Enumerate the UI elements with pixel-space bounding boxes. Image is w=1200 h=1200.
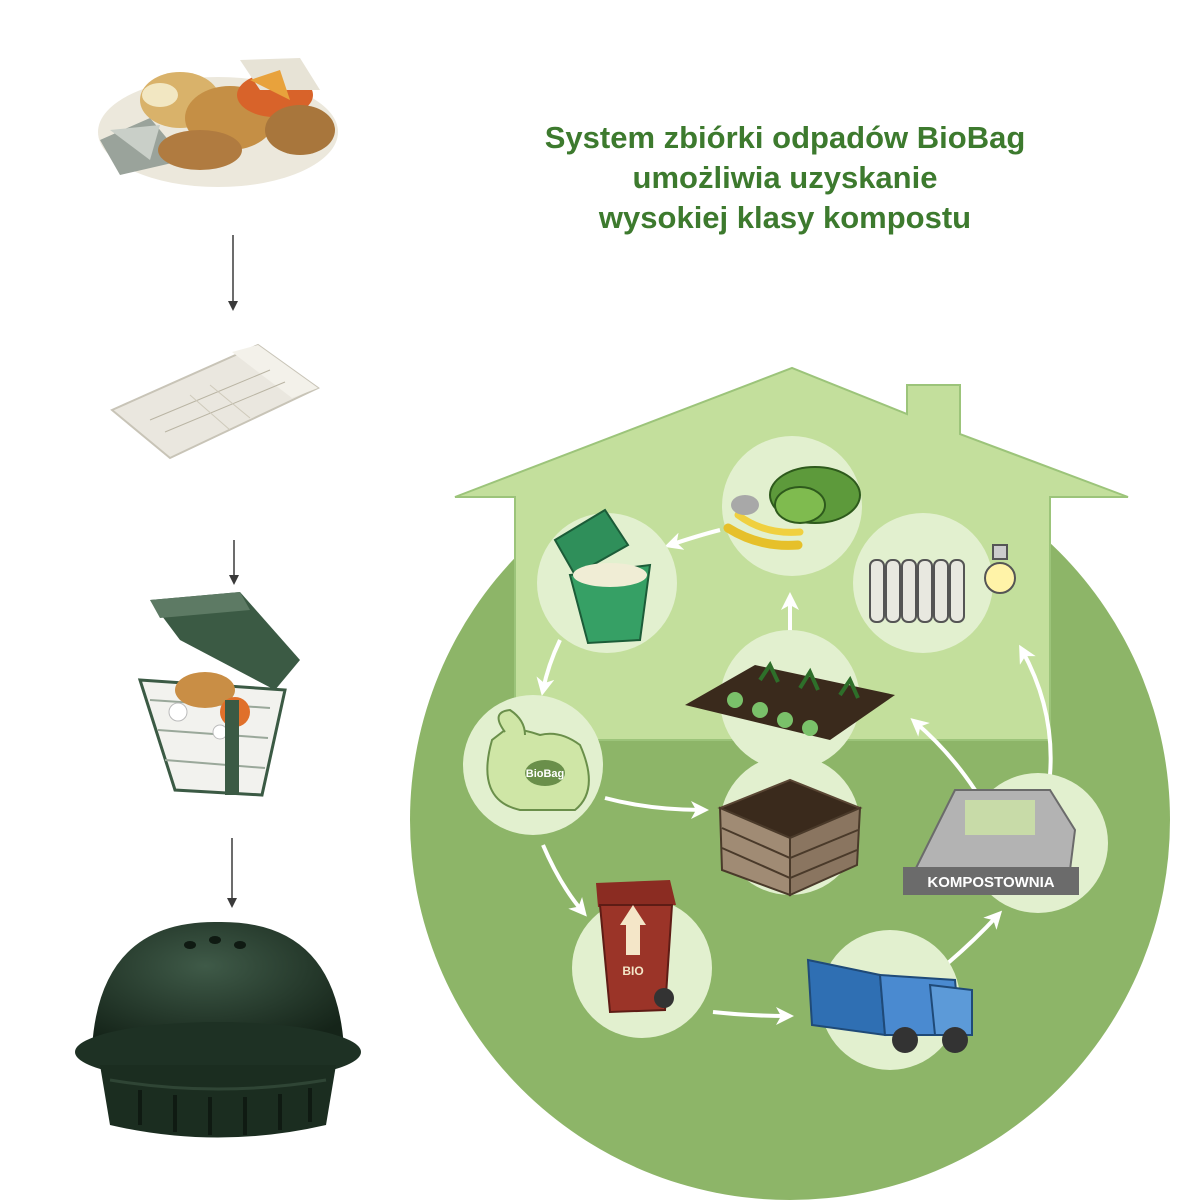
- dome-composter-image: [75, 921, 361, 1138]
- cycle-arrows: [536, 528, 1053, 1025]
- compost-cycle-diagram: BioBag KOMPOSTOWNIA: [410, 366, 1170, 1200]
- folded-bag-image: [110, 343, 320, 460]
- title-line-1: System zbiórki odpadów BioBag: [544, 120, 1026, 155]
- title-line-3: wysokiej klasy kompostu: [598, 200, 972, 235]
- left-process-column: [75, 58, 361, 1138]
- biobag-logo-text: BioBag: [526, 768, 565, 780]
- compost-box-icon: [717, 778, 863, 897]
- garden-bed-icon: [685, 660, 895, 740]
- radiator-icon: [869, 559, 965, 623]
- kitchen-caddy-icon: [553, 508, 652, 645]
- brown-bin-icon: BIO: [596, 880, 676, 1014]
- biobag-icon: BioBag: [486, 708, 590, 811]
- title-line-2: umożliwia uzyskanie: [632, 160, 938, 195]
- garbage-truck-icon: [806, 958, 973, 1053]
- ventilated-bin-image: [137, 592, 300, 797]
- composting-plant-label: KOMPOSTOWNIA: [927, 874, 1054, 891]
- composting-plant-icon: KOMPOSTOWNIA: [903, 789, 1079, 895]
- vegetables-icon: [723, 466, 861, 550]
- bio-bin-label: BIO: [622, 964, 643, 978]
- food-waste-image: [98, 58, 338, 187]
- diagram-title: System zbiórki odpadów BioBag umożliwia …: [470, 118, 1100, 238]
- light-bulb-icon: [984, 544, 1016, 594]
